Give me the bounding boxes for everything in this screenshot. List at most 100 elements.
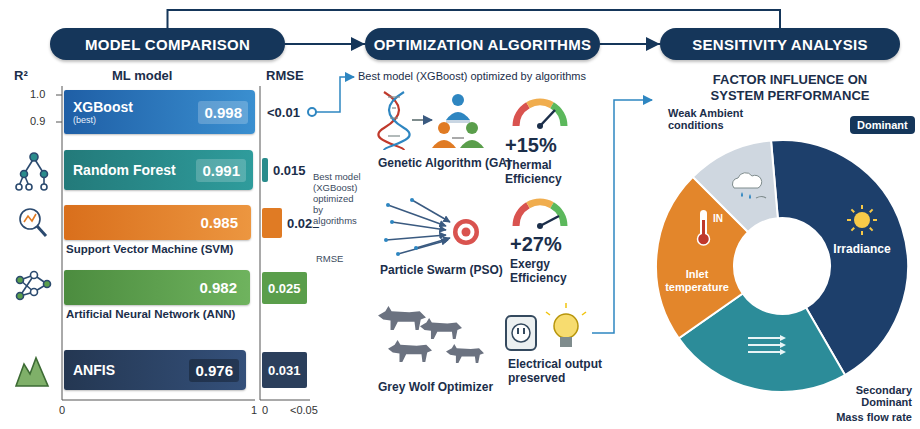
sun-ray xyxy=(851,228,854,231)
thermometer-label: IN xyxy=(713,213,723,224)
sun-ray xyxy=(847,219,851,221)
particle-swarm-icon xyxy=(384,198,479,256)
donut-segment: Weak Ambient conditions xyxy=(656,140,908,392)
wind-line xyxy=(756,197,766,199)
factor-name: Weak Ambient conditions xyxy=(666,106,750,132)
factor-name: Mass flow rate xyxy=(834,410,914,424)
flow-head xyxy=(780,349,786,355)
sun-ray xyxy=(873,219,877,221)
r2-value: 0.982 xyxy=(193,276,243,299)
r2-value: 0.976 xyxy=(189,359,239,382)
rmse-value: 0.031 xyxy=(262,363,307,378)
section-header: MODEL COMPARISON xyxy=(50,28,285,60)
rmse-fill xyxy=(262,158,268,182)
pipe-icon xyxy=(748,335,786,355)
header-text: MODEL COMPARISON xyxy=(85,36,250,53)
r2-bar: Random Forest 0.991 xyxy=(64,150,253,190)
axis-tick: 1.0 xyxy=(30,88,45,100)
model-icons xyxy=(16,153,51,386)
column-title: RMSE xyxy=(266,68,304,83)
r2-bar: ANFIS 0.976 xyxy=(64,350,246,390)
metric-name: Exergy Efficiency xyxy=(510,258,598,286)
rmse-bar: 0.025 xyxy=(262,272,307,304)
cloud-shape xyxy=(732,173,761,188)
population-icon xyxy=(432,94,484,148)
algorithm-name: Grey Wolf Optimizer xyxy=(378,380,493,394)
bar-label-group: XGBoost(best) xyxy=(73,99,133,125)
dominance-tag: Dominant xyxy=(850,116,915,134)
cloud-icon xyxy=(732,173,766,199)
grey-wolf-icon xyxy=(378,306,484,363)
rmse-bar: <0.01 xyxy=(262,100,305,124)
header-text: SENSITIVITY ANALYSIS xyxy=(692,36,868,53)
sun-ray xyxy=(861,231,863,235)
gain-value: +15% xyxy=(505,134,557,157)
column-title: ML model xyxy=(112,68,172,83)
algorithm-name: Genetic Algorithm (GA) xyxy=(378,156,511,170)
rmse-value: 0.015 xyxy=(268,163,311,178)
panel-title: FACTOR INFLUENCE ON SYSTEM PERFORMANCE xyxy=(690,72,890,103)
flow-note: Best model (XGBoost) optimized by algori… xyxy=(313,172,363,227)
model-name: Artificial Neural Network (ANN) xyxy=(66,308,235,320)
sun-icon xyxy=(847,205,877,235)
rmse-fill xyxy=(262,208,282,238)
outcome-note: Electrical output preserved xyxy=(508,358,608,386)
rain-drop xyxy=(741,192,751,199)
gauge-icon xyxy=(516,102,564,129)
plug-bulb-icon xyxy=(506,100,652,350)
r2-bar: XGBoost(best) 0.998 xyxy=(64,90,255,134)
therm-icon xyxy=(698,210,710,245)
section-header: OPTIMIZATION ALGORITHMS xyxy=(365,28,600,60)
r2-value: 0.998 xyxy=(198,101,248,124)
sun-ray xyxy=(851,209,854,212)
axis-title: R² xyxy=(14,68,28,83)
axis-note: RMSE xyxy=(316,254,343,265)
algorithm-name: Particle Swarm (PSO) xyxy=(380,263,503,277)
bar-label-group: ANFIS xyxy=(73,362,115,378)
axis-tick: <0.05 xyxy=(290,404,318,416)
flow-head xyxy=(780,335,786,341)
thermometer-fill xyxy=(702,220,705,236)
bracket-line xyxy=(168,10,781,28)
gauge-icon xyxy=(516,202,564,229)
model-name: ANFIS xyxy=(73,362,115,378)
metric-name: Thermal Efficiency xyxy=(505,159,593,187)
section-header: SENSITIVITY ANALYSIS xyxy=(660,28,900,60)
model-name: Random Forest xyxy=(73,162,176,178)
model-name: XGBoost xyxy=(73,99,133,115)
r2-bar: Support Vector Machine (SVM)0.985 xyxy=(64,205,251,240)
axis-tick: 0 xyxy=(262,404,268,416)
sun-disc xyxy=(854,212,870,228)
flow-line xyxy=(748,337,780,339)
bar-label-group: Random Forest xyxy=(73,162,176,178)
dna-icon xyxy=(378,92,432,150)
r2-value: 0.985 xyxy=(194,211,244,234)
flow-note: Best model (XGBoost) optimized by algori… xyxy=(358,70,586,82)
sun-ray xyxy=(870,209,873,212)
segment-fill xyxy=(693,140,778,232)
flow-line xyxy=(748,344,780,346)
axis-tick: 0 xyxy=(59,404,65,416)
model-note: (best) xyxy=(73,115,133,125)
r2-value: 0.991 xyxy=(196,159,246,182)
gain-value: +27% xyxy=(510,233,562,256)
axis-tick: 0.9 xyxy=(30,115,45,127)
flow-line xyxy=(748,351,780,353)
rmse-bar: 0.031 xyxy=(262,352,307,388)
factor-name: Irradiance xyxy=(832,243,892,257)
flow-arrow xyxy=(600,43,660,45)
header-text: OPTIMIZATION ALGORITHMS xyxy=(374,36,592,53)
factor-name: Inlet temperature xyxy=(662,268,732,293)
thermometer-tube xyxy=(700,210,707,236)
axis-tick: 1 xyxy=(251,404,257,416)
rmse-value: 0.025 xyxy=(262,281,307,296)
model-name: Support Vector Machine (SVM) xyxy=(66,243,233,255)
rmse-value: <0.01 xyxy=(262,105,305,120)
rmse-leader xyxy=(308,77,354,116)
segment-shape xyxy=(656,140,908,392)
r2-bar: Artificial Neural Network (ANN)0.982 xyxy=(64,270,250,305)
flow-head xyxy=(780,342,786,348)
dominance-note: Secondary Dominant xyxy=(838,383,914,409)
